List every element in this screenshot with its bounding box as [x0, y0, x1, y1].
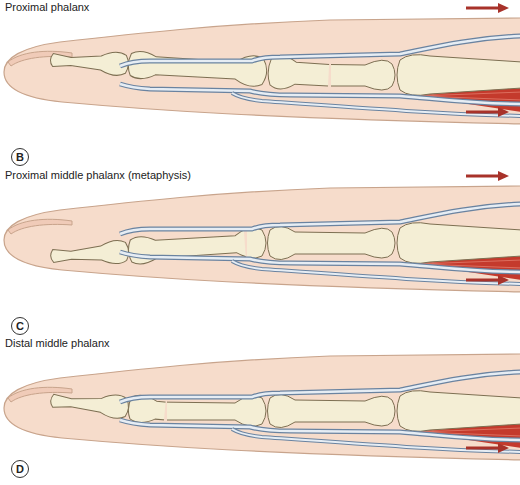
- panel-title: Proximal phalanx: [3, 1, 91, 14]
- panel-title: Proximal middle phalanx (metaphysis): [3, 169, 193, 182]
- panel-letter-text: D: [16, 464, 24, 475]
- panel-letter-text: C: [16, 321, 24, 332]
- panel-letter: C: [11, 317, 29, 335]
- panel-letter-text: B: [16, 152, 24, 163]
- finger-panel: [4, 176, 520, 292]
- finger-panel: [4, 354, 520, 460]
- panel-letter: D: [11, 460, 29, 478]
- panel-letter: B: [11, 148, 29, 166]
- finger-panel: [4, 8, 520, 124]
- panel-title: Distal middle phalanx: [3, 337, 112, 350]
